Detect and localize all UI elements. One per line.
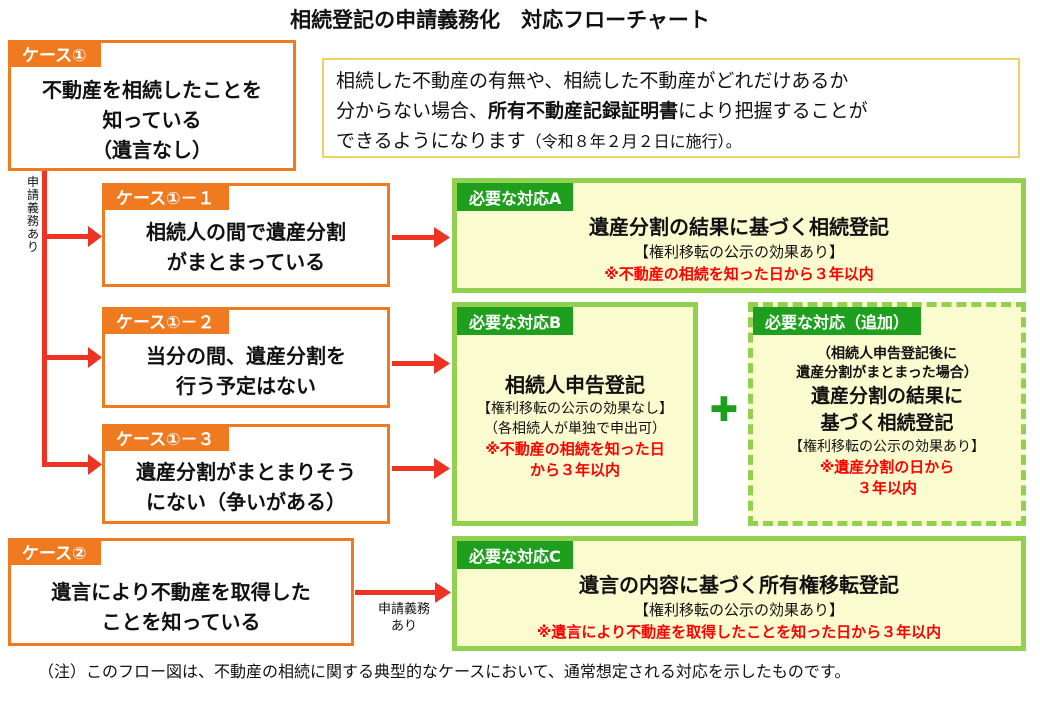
response-b-effect: 【権利移転の公示の効果なし】	[477, 401, 673, 417]
response-additional-deadline-1: ※遺産分割の日から	[819, 458, 955, 476]
response-additional-box: 必要な対応（追加） （相続人申告登記後に 遺産分割がまとまった場合） 遺産分割の…	[748, 302, 1026, 526]
response-additional-cond-2: 遺産分割がまとまった場合）	[796, 365, 978, 381]
case-2-line-2: ことを知っている	[101, 610, 261, 634]
case-1-1-line-1: 相続人の間で遺産分割	[146, 220, 346, 244]
case-1-2-label: ケース①－２	[102, 307, 229, 334]
response-additional-label: 必要な対応（追加）	[753, 307, 922, 335]
case-1-2-line-1: 当分の間、遺産分割を	[146, 344, 346, 368]
response-c-title: 遺言の内容に基づく所有権移転登記	[579, 573, 899, 597]
case-1-box: ケース① 不動産を相続したことを 知っている （遺言なし）	[8, 40, 296, 171]
case-1-3-line-2: にない（争いがある）	[146, 490, 346, 514]
case-2-line-1: 遺言により不動産を取得した	[51, 580, 311, 604]
case-1-3-line-1: 遺産分割がまとまりそう	[136, 460, 356, 484]
response-c-effect: 【権利移転の公示の効果あり】	[633, 601, 844, 619]
info-line-1: 相続した不動産の有無や、相続した不動産がどれだけあるか	[336, 70, 849, 92]
response-additional-effect: 【権利移転の公示の効果あり】	[789, 439, 985, 455]
case-1-3-label: ケース①－３	[102, 424, 229, 451]
arrow-line-a	[392, 235, 436, 240]
branch-line-3	[42, 462, 90, 467]
footnote: （注）このフロー図は、不動産の相続に関する典型的なケースにおいて、通常想定される…	[38, 662, 851, 681]
duty-horizontal-line-1: 申請義務	[377, 602, 430, 617]
arrow-head-b	[434, 353, 450, 374]
branch-arrow-3	[88, 454, 102, 475]
branch-arrow-1	[88, 226, 102, 247]
plus-icon: ✚	[709, 390, 739, 430]
response-b-deadline-2: から３年以内	[529, 461, 620, 479]
trunk-line	[42, 170, 47, 466]
case-1-1-label: ケース①－１	[102, 183, 229, 210]
case-1-1-line-2: がまとまっている	[166, 250, 326, 274]
duty-vertical-label: 申請義務あり	[26, 176, 40, 254]
response-additional-content: （相続人申告登記後に 遺産分割がまとまった場合） 遺産分割の結果に 基づく相続登…	[753, 345, 1021, 499]
case-1-label: ケース①	[8, 40, 101, 67]
response-b-note: （各相続人が単独で申出可）	[484, 421, 666, 437]
info-line-2-bold: 所有不動産記録証明書	[488, 100, 679, 122]
response-a-label: 必要な対応A	[457, 183, 574, 211]
info-line-2: 分からない場合、所有不動産記録証明書により把握することが	[336, 96, 1006, 126]
case-1-3-box: ケース①－３ 遺産分割がまとまりそう にない（争いがある）	[102, 424, 390, 524]
response-b-label: 必要な対応B	[457, 307, 574, 335]
info-line-2-pre: 分からない場合、	[336, 100, 489, 122]
arrow-head-b2	[434, 458, 450, 479]
duty-vertical-text: 申請義務あり	[26, 175, 39, 254]
case-1-1-text: 相続人の間で遺産分割 がまとまっている	[105, 217, 387, 277]
case-1-line-3: （遺言なし）	[92, 138, 212, 162]
response-a-deadline: ※不動産の相続を知った日から３年以内	[604, 265, 874, 283]
response-b-content: 相続人申告登記 【権利移転の公示の効果なし】 （各相続人が単独で申出可） ※不動…	[457, 371, 693, 481]
duty-horizontal-label: 申請義務 あり	[362, 601, 446, 635]
duty-horizontal-line-2: あり	[390, 619, 417, 634]
response-a-title: 遺産分割の結果に基づく相続登記	[589, 215, 889, 239]
case-1-2-text: 当分の間、遺産分割を 行う予定はない	[105, 341, 387, 401]
response-additional-title-1: 遺産分割の結果に	[810, 385, 963, 407]
info-line-2-post: により把握することが	[678, 100, 868, 122]
page-title: 相続登記の申請義務化 対応フローチャート	[290, 8, 710, 32]
case-2-text: 遺言により不動産を取得した ことを知っている	[11, 577, 351, 637]
arrow-line-b	[392, 361, 436, 366]
branch-line-2	[42, 355, 90, 360]
case-1-2-line-2: 行う予定はない	[176, 374, 316, 398]
response-a-effect: 【権利移転の公示の効果あり】	[633, 243, 844, 261]
response-b-deadline-1: ※不動産の相続を知った日	[485, 440, 665, 458]
arrow-head-c	[435, 582, 451, 603]
response-b-title: 相続人申告登記	[505, 373, 645, 397]
branch-line-1	[42, 234, 90, 239]
arrow-line-c	[355, 590, 437, 595]
arrow-head-a	[434, 227, 450, 248]
response-a-content: 遺産分割の結果に基づく相続登記 【権利移転の公示の効果あり】 ※不動産の相続を知…	[457, 213, 1021, 285]
response-c-label: 必要な対応C	[457, 541, 573, 569]
arrow-line-b2	[392, 466, 436, 471]
response-additional-deadline-2: ３年以内	[856, 479, 917, 497]
case-1-3-text: 遺産分割がまとまりそう にない（争いがある）	[105, 457, 387, 517]
branch-arrow-2	[88, 347, 102, 368]
case-1-line-1: 不動産を相続したことを	[42, 78, 262, 102]
case-1-line-2: 知っている	[102, 108, 202, 132]
response-additional-title-2: 基づく相続登記	[820, 412, 954, 434]
info-box: 相続した不動産の有無や、相続した不動産がどれだけあるか 分からない場合、所有不動…	[322, 58, 1020, 158]
case-1-text: 不動産を相続したことを 知っている （遺言なし）	[11, 75, 293, 165]
case-2-label: ケース②	[8, 538, 101, 565]
response-a-box: 必要な対応A 遺産分割の結果に基づく相続登記 【権利移転の公示の効果あり】 ※不…	[452, 178, 1026, 293]
info-line-3-main: できるようになります	[336, 130, 526, 152]
response-c-content: 遺言の内容に基づく所有権移転登記 【権利移転の公示の効果あり】 ※遺言により不動…	[457, 571, 1021, 643]
case-1-1-box: ケース①－１ 相続人の間で遺産分割 がまとまっている	[102, 183, 390, 287]
response-c-box: 必要な対応C 遺言の内容に基づく所有権移転登記 【権利移転の公示の効果あり】 ※…	[452, 536, 1026, 651]
info-line-3: できるようになります（令和８年２月２日に施行）。	[336, 126, 1006, 157]
response-additional-cond-1: （相続人申告登記後に	[817, 346, 957, 362]
info-line-3-small: （令和８年２月２日に施行）。	[525, 132, 742, 151]
response-b-box: 必要な対応B 相続人申告登記 【権利移転の公示の効果なし】 （各相続人が単独で申…	[452, 302, 698, 526]
response-c-deadline: ※遺言により不動産を取得したことを知った日から３年以内	[536, 623, 942, 641]
case-1-2-box: ケース①－２ 当分の間、遺産分割を 行う予定はない	[102, 307, 390, 408]
case-2-box: ケース② 遺言により不動産を取得した ことを知っている	[8, 538, 354, 646]
